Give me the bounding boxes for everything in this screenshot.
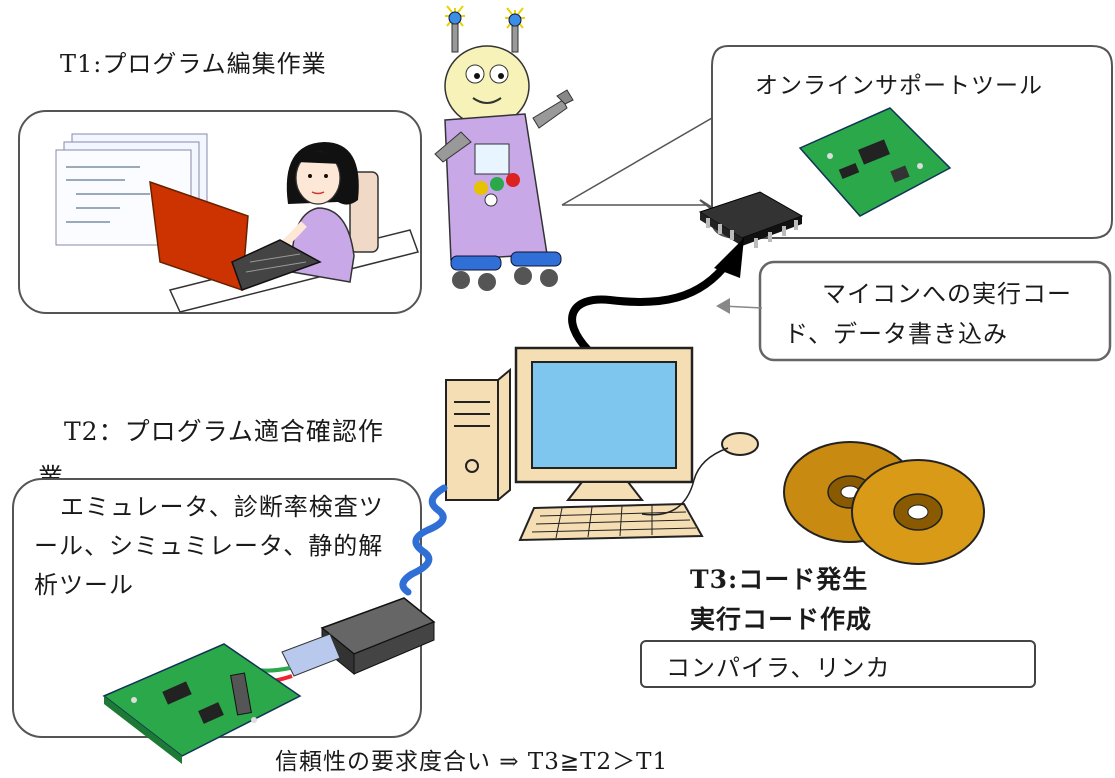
t3-subtitle: 実行コード作成	[690, 605, 873, 634]
reliability-footer: 信頼性の要求度合い ⇒ T3≧T2＞T1	[275, 749, 669, 775]
signal-wave-icon	[399, 484, 448, 596]
t2-tools-box	[12, 478, 422, 738]
t3-tools-box	[640, 640, 1036, 688]
woman-icon	[263, 142, 359, 283]
cd-discs-icon	[783, 441, 985, 565]
write-text-line2: ド、データ書き込み	[784, 320, 1009, 348]
t2-tools-line3: 析ツール	[34, 571, 134, 599]
emulator-device-icon	[102, 597, 436, 764]
online-board-icon	[798, 107, 952, 217]
microcontroller-chip-icon	[698, 191, 804, 248]
laptop-icon	[149, 180, 322, 292]
write-text-line1: マイコンへの実行コー	[822, 280, 1072, 308]
desktop-computer-icon	[445, 346, 759, 542]
t2-tools-line2: ール、シミュミレータ、静的解	[34, 532, 384, 560]
t3-tools: コンパイラ、リンカ	[666, 654, 891, 682]
t1-illustration-box	[18, 110, 422, 314]
t2-tools-line1: エミュレータ、診断率検査ツ	[60, 493, 384, 521]
t2-title-line1: T2：プログラム適合確認作	[64, 417, 384, 446]
robot-illustration	[434, 5, 574, 291]
programmer-illustration	[55, 133, 419, 313]
t1-title: T1:プログラム編集作業	[60, 50, 327, 78]
t3-title: T3:コード発生	[690, 565, 869, 594]
online-title: オンラインサポートツール	[755, 73, 1043, 99]
